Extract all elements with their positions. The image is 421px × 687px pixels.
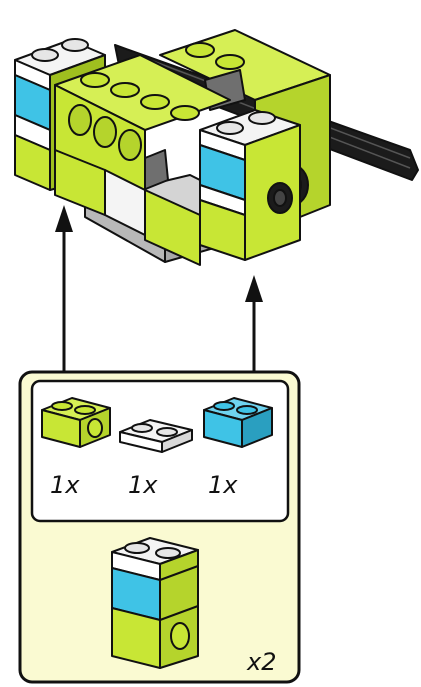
subassembly-callout: 1x 1x 1x x2 (18, 370, 301, 684)
front-lower-bricks (54, 149, 201, 266)
white-plate-icon (119, 419, 193, 453)
front-lime-beam (54, 54, 231, 191)
part-3-quantity: 1x (208, 471, 238, 499)
azure-brick-icon (203, 397, 273, 448)
right-attach-arrow (245, 275, 263, 372)
main-assembly (14, 29, 419, 266)
part-1-quantity: 1x (50, 471, 80, 499)
lime-technic-brick-icon (41, 397, 111, 448)
right-brick-stack (199, 109, 301, 261)
subassembly-multiplier: x2 (246, 648, 276, 676)
left-attach-arrow (55, 205, 73, 372)
part-2-quantity: 1x (128, 471, 158, 499)
subassembly-result (111, 537, 199, 669)
